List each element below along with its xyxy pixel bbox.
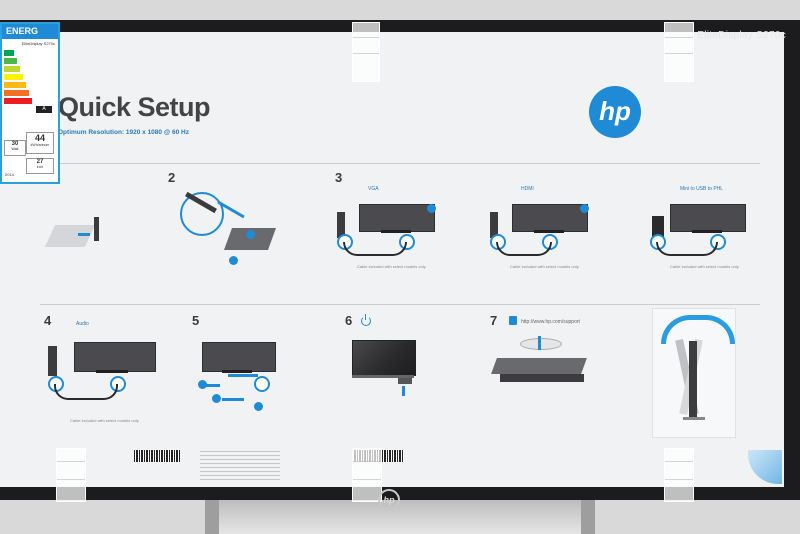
power-icon xyxy=(361,314,371,326)
energy-size-unit: inch xyxy=(36,165,44,169)
support-info-icon xyxy=(509,316,517,325)
energy-kwh-box: 44 kWh/annum xyxy=(26,132,54,154)
energy-size-value: 27 xyxy=(36,159,44,165)
tape-top-right xyxy=(664,22,694,82)
step-7-number: 7 xyxy=(490,313,498,328)
tape-bottom-center xyxy=(352,448,382,502)
step-4-number: 4 xyxy=(44,313,52,328)
step1-illustration xyxy=(44,217,105,249)
energy-rating-badge: A xyxy=(36,106,52,113)
energy-size-box: 27 inch xyxy=(26,158,54,174)
tape-top-center xyxy=(352,22,380,82)
step-3-number: 3 xyxy=(335,170,343,185)
step4-label-audio: Audio xyxy=(76,321,89,327)
energy-year: 2014 xyxy=(5,172,14,177)
monitor-stand xyxy=(205,500,595,534)
divider-top xyxy=(40,163,760,164)
step-2-number: 2 xyxy=(168,170,176,185)
energy-label-header: ENERG xyxy=(2,24,58,39)
page-title: Quick Setup xyxy=(58,92,211,122)
energy-bar xyxy=(4,90,29,96)
energy-bar xyxy=(4,98,32,104)
step7-illustration xyxy=(491,336,590,394)
rotate-panel xyxy=(652,308,736,438)
step-6-number: 6 xyxy=(345,313,353,328)
barcode-left xyxy=(134,450,180,462)
energy-watt-unit: Watt xyxy=(11,147,19,151)
step3-hdmi-illustration: Cable included with select models only. xyxy=(488,204,598,274)
step4-illustration: Cable included with select models only. xyxy=(44,342,156,424)
step7-support-url: http://www.hp.com/support xyxy=(521,319,580,325)
hp-logo: hp xyxy=(589,86,641,138)
step2-illustration xyxy=(176,188,296,273)
fine-print xyxy=(200,450,280,480)
quick-setup-sheet: Quick Setup Optimum Resolution: 1920 x 1… xyxy=(0,32,784,487)
step6-illustration xyxy=(352,340,422,402)
bezel-hp-logo: hp xyxy=(378,489,400,511)
energy-bar xyxy=(4,74,23,80)
step-5-number: 5 xyxy=(192,313,200,328)
step3-label-hdmi: HDMI xyxy=(521,186,534,192)
energy-kwh-unit: kWh/annum xyxy=(30,143,50,147)
tape-bottom-right xyxy=(664,448,694,502)
energy-kwh-value: 44 xyxy=(34,133,45,143)
energy-label-model: EliteDisplay S270c xyxy=(21,41,55,46)
energy-bar xyxy=(4,50,14,56)
resolution-subtitle: Optimum Resolution: 1920 x 1080 @ 60 Hz xyxy=(58,129,189,136)
step3-vga-illustration: Cable included with select models only. xyxy=(335,204,445,274)
divider-middle xyxy=(40,304,760,305)
step3-label-mini-usb: Mini to USB to PHL xyxy=(680,186,724,192)
step3-hdmi-cable-note: Cable included with select models only. xyxy=(510,264,580,269)
energy-watt-box: 30 Watt xyxy=(4,140,26,156)
energy-label: ENERG EliteDisplay S270c A 44 kWh/annum … xyxy=(0,22,60,184)
step3-usb-illustration: Cable included with select models only. xyxy=(646,204,756,274)
energy-watt-value: 30 xyxy=(11,141,19,147)
tape-bottom-left xyxy=(56,448,86,502)
step3-vga-cable-note: Cable included with select models only. xyxy=(357,264,427,269)
monitor-model-name: EliteDisplay S270c xyxy=(697,30,786,41)
step4-cable-note: Cable included with select models only. xyxy=(70,418,140,423)
energy-bar xyxy=(4,82,26,88)
energy-bar xyxy=(4,58,17,64)
energy-bar xyxy=(4,66,20,72)
step3-usb-cable-note: Cable included with select models only. xyxy=(670,264,740,269)
step3-label-vga: VGA xyxy=(368,186,379,192)
step5-illustration xyxy=(192,342,282,424)
